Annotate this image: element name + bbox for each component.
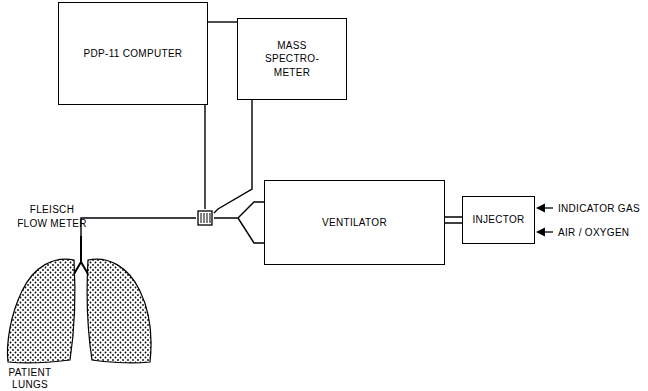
gas-label: INDICATOR GAS [558, 202, 640, 216]
node-label: VENTILATOR [275, 216, 435, 230]
node-label: MASS SPECTRO- METER [257, 39, 327, 80]
inlet-arrow [537, 231, 553, 232]
text-holder: FLEISCH FLOW METER [14, 203, 90, 230]
node-label: FLEISCH FLOW METER [14, 203, 90, 230]
lungs-illustration [4, 236, 154, 366]
connector-line [81, 218, 196, 236]
text-holder: VENTILATOR [275, 216, 435, 230]
flow-meter: FLEISCH FLOW METER [196, 209, 214, 227]
ventilator-box: VENTILATOR [264, 180, 445, 265]
computer-box: PDP-11 COMPUTER [58, 2, 208, 105]
node-label: PATIENT LUNGS [2, 367, 58, 390]
connector-line [208, 21, 237, 22]
text-holder: MASS SPECTRO- METER [257, 39, 327, 80]
text-holder: INJECTOR [465, 213, 533, 227]
flow-meter-symbol [196, 209, 214, 227]
injector-box: INJECTOR [462, 196, 535, 244]
connector-line [214, 100, 252, 213]
spectrometer-box: MASS SPECTRO- METER [237, 18, 347, 100]
text-holder: PATIENT LUNGS [2, 367, 58, 390]
text-holder: PDP-11 COMPUTER [73, 47, 193, 61]
node-label: INJECTOR [465, 213, 533, 227]
patient-lungs: PATIENT LUNGS [4, 236, 154, 366]
connector-line [204, 105, 205, 209]
node-label: PDP-11 COMPUTER [73, 47, 193, 61]
gas-label: AIR / OXYGEN [558, 226, 629, 240]
connector-line [445, 217, 462, 223]
inlet-arrow [537, 207, 553, 208]
connector-line [214, 202, 264, 243]
